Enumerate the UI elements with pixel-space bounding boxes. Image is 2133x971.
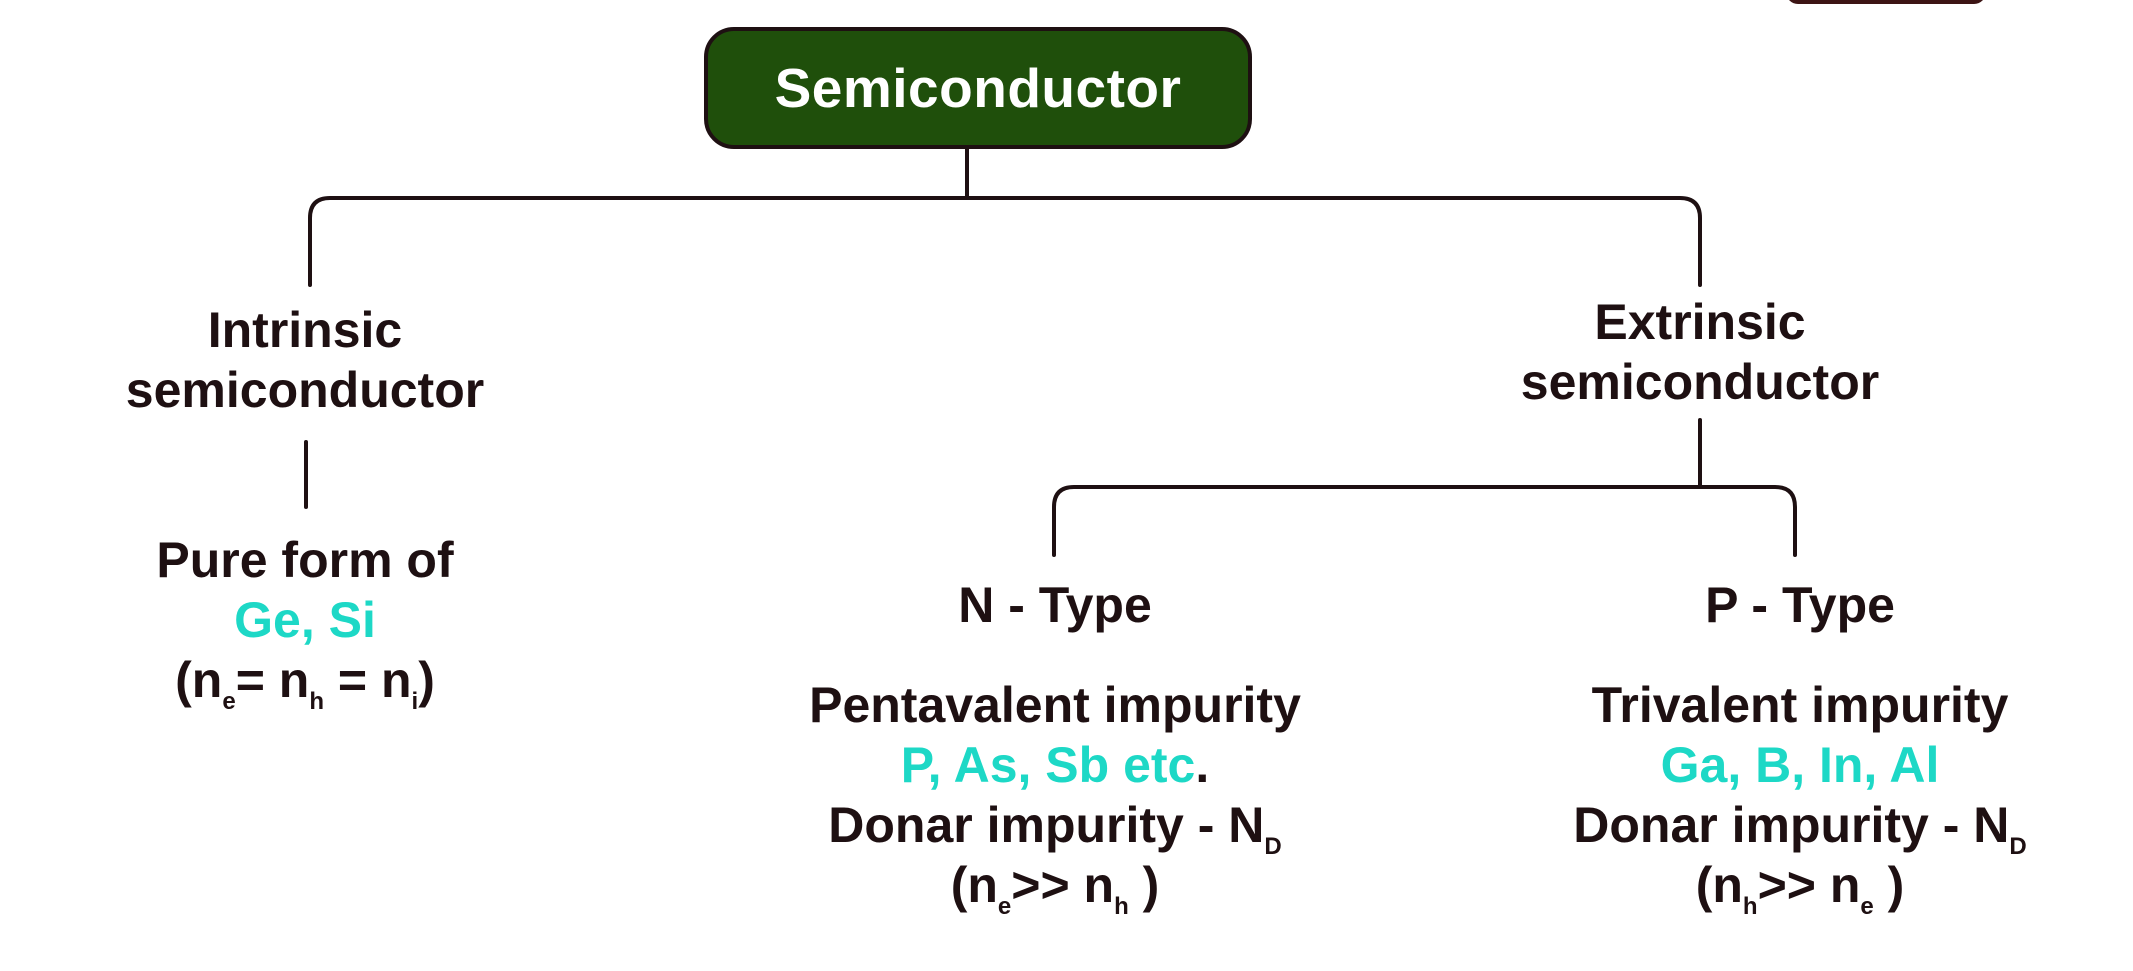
- n-type-impurity: Pentavalent impurity: [809, 677, 1301, 733]
- root-node: Semiconductor: [704, 27, 1252, 149]
- root-label: Semiconductor: [774, 57, 1182, 119]
- p-type-details: Trivalent impurity Ga, B, In, Al Donar i…: [1470, 675, 2130, 920]
- intrinsic-description: Pure form of Ge, Si (ne= nh = ni): [80, 530, 530, 715]
- intrinsic-elements: Ge, Si: [234, 592, 376, 648]
- intrinsic-relation: (ne= nh = ni): [175, 652, 435, 715]
- p-type-donor: Donar impurity - ND: [1573, 797, 2027, 860]
- corner-decoration: [1786, 0, 1986, 4]
- n-type-elements: P, As, Sb etc: [900, 737, 1196, 793]
- n-type-title: N - Type: [958, 577, 1152, 633]
- n-type-details: Pentavalent impurity P, As, Sb etc. Dona…: [730, 675, 1380, 920]
- extrinsic-title-line2: semiconductor: [1520, 354, 1880, 410]
- intrinsic-desc-line: Pure form of: [156, 532, 454, 588]
- intrinsic-title: Intrinsic semiconductor: [80, 300, 530, 420]
- n-type-relation: (ne>> nh ): [950, 857, 1160, 920]
- intrinsic-title-line1: Intrinsic: [207, 302, 403, 358]
- extrinsic-title: Extrinsic semiconductor: [1470, 292, 1930, 412]
- n-type-elements-line: P, As, Sb etc.: [900, 737, 1210, 793]
- p-type-relation: (nh>> ne ): [1695, 857, 1905, 920]
- root-branch-line: [308, 196, 1702, 287]
- extrinsic-title-line1: Extrinsic: [1594, 294, 1806, 350]
- extrinsic-branch-line: [1052, 485, 1797, 557]
- intrinsic-title-line2: semiconductor: [125, 362, 485, 418]
- p-type-elements: Ga, B, In, Al: [1660, 737, 1940, 793]
- n-type-donor: Donar impurity - ND: [828, 797, 1282, 860]
- p-type-title: P - Type: [1705, 577, 1895, 633]
- p-type-impurity: Trivalent impurity: [1591, 677, 2009, 733]
